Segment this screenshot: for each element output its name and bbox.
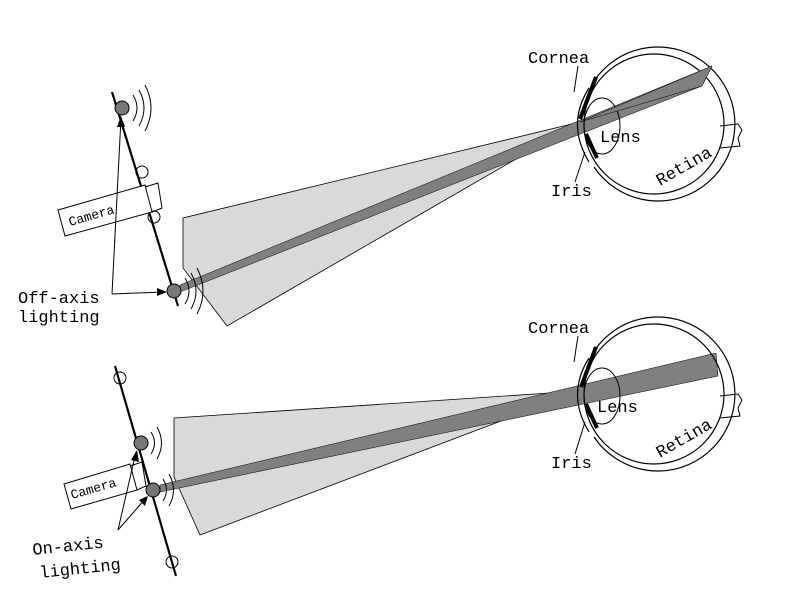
top-panel: Camera Off-axis lighting Cornea Lens Iri… [18, 46, 743, 328]
bottom-light-cone [173, 390, 581, 536]
top-lighting-label-1: Off-axis [18, 290, 100, 309]
bottom-led-off-1 [113, 371, 127, 385]
top-led-off-1 [135, 165, 149, 179]
top-iris-lower [584, 133, 599, 159]
top-arrowhead-upper [117, 116, 125, 127]
top-iris-label: Iris [551, 183, 592, 202]
top-arrow-led-upper [111, 117, 122, 295]
top-lighting-label-2: lighting [18, 309, 100, 328]
top-cornea-label: Cornea [528, 50, 589, 69]
bottom-iris [579, 346, 598, 388]
bottom-cornea-label: Cornea [528, 320, 589, 339]
bottom-iris-pointer [574, 421, 586, 455]
bottom-led-lower [145, 482, 161, 498]
top-iris-pointer [574, 151, 586, 183]
top-led-active [166, 283, 182, 299]
bottom-led-off-2 [165, 555, 179, 569]
bottom-arrow-led-upper [117, 451, 137, 531]
bottom-panel: Camera On-axis lighting Cornea Lens Iris… [32, 316, 743, 584]
top-cornea [576, 87, 590, 163]
bottom-camera: Camera [63, 461, 147, 510]
bottom-lens-label: Lens [597, 399, 638, 418]
bottom-led-upper [133, 435, 149, 451]
bottom-cornea-pointer [573, 335, 579, 363]
bottom-lighting-label-1: On-axis [32, 535, 105, 561]
bottom-lens [583, 367, 621, 425]
top-camera: Camera [57, 182, 163, 237]
top-iris [578, 76, 598, 120]
top-eye [576, 46, 743, 202]
top-led-upper [114, 100, 130, 116]
top-lens [583, 97, 621, 155]
top-led-active-waves [184, 267, 204, 315]
top-arrowhead-active [157, 288, 167, 296]
bottom-cornea [576, 357, 590, 433]
bottom-arrowhead-upper [131, 450, 139, 462]
bottom-lighting-label-2: lighting [39, 557, 122, 584]
bottom-led-lower-waves [162, 473, 174, 507]
top-lens-label: Lens [600, 129, 641, 148]
top-optic-nerve [719, 123, 743, 149]
bottom-rig-line [113, 365, 178, 577]
top-inner-beam [579, 65, 713, 123]
bottom-arrowhead-lower [139, 496, 148, 506]
bottom-arrow-led-lower [117, 497, 147, 531]
top-arrow-led-active [111, 291, 166, 295]
bottom-iris-lower [584, 403, 599, 429]
bottom-optic-nerve [719, 393, 743, 419]
bottom-iris-label: Iris [551, 455, 592, 474]
top-led-upper-waves [132, 84, 152, 132]
top-cornea-pointer [573, 65, 579, 93]
bottom-eye [576, 316, 743, 472]
bottom-led-upper-waves [150, 426, 162, 460]
